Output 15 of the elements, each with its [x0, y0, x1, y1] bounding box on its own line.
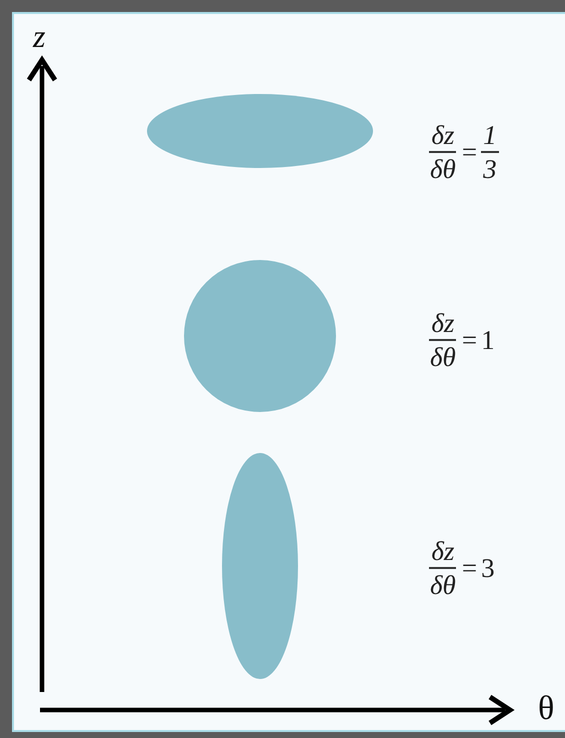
equals-sign: = — [462, 136, 478, 168]
fraction-numerator: δz — [429, 308, 456, 341]
equals-sign: = — [462, 552, 478, 584]
fraction-numerator: 1 — [481, 120, 499, 153]
fraction-numerator: δz — [429, 120, 456, 153]
fraction-denominator: δθ — [429, 341, 457, 372]
axis-label: z — [33, 20, 46, 52]
fraction-denominator: δθ — [429, 153, 457, 184]
fraction-numerator: δz — [429, 536, 456, 569]
axis-label: θ — [538, 692, 554, 726]
fraction-denominator: 3 — [482, 153, 498, 184]
fraction-denominator: δθ — [429, 569, 457, 600]
value-text: 3 — [481, 552, 495, 584]
equals-sign: = — [462, 324, 478, 356]
value-text: 1 — [481, 324, 495, 356]
